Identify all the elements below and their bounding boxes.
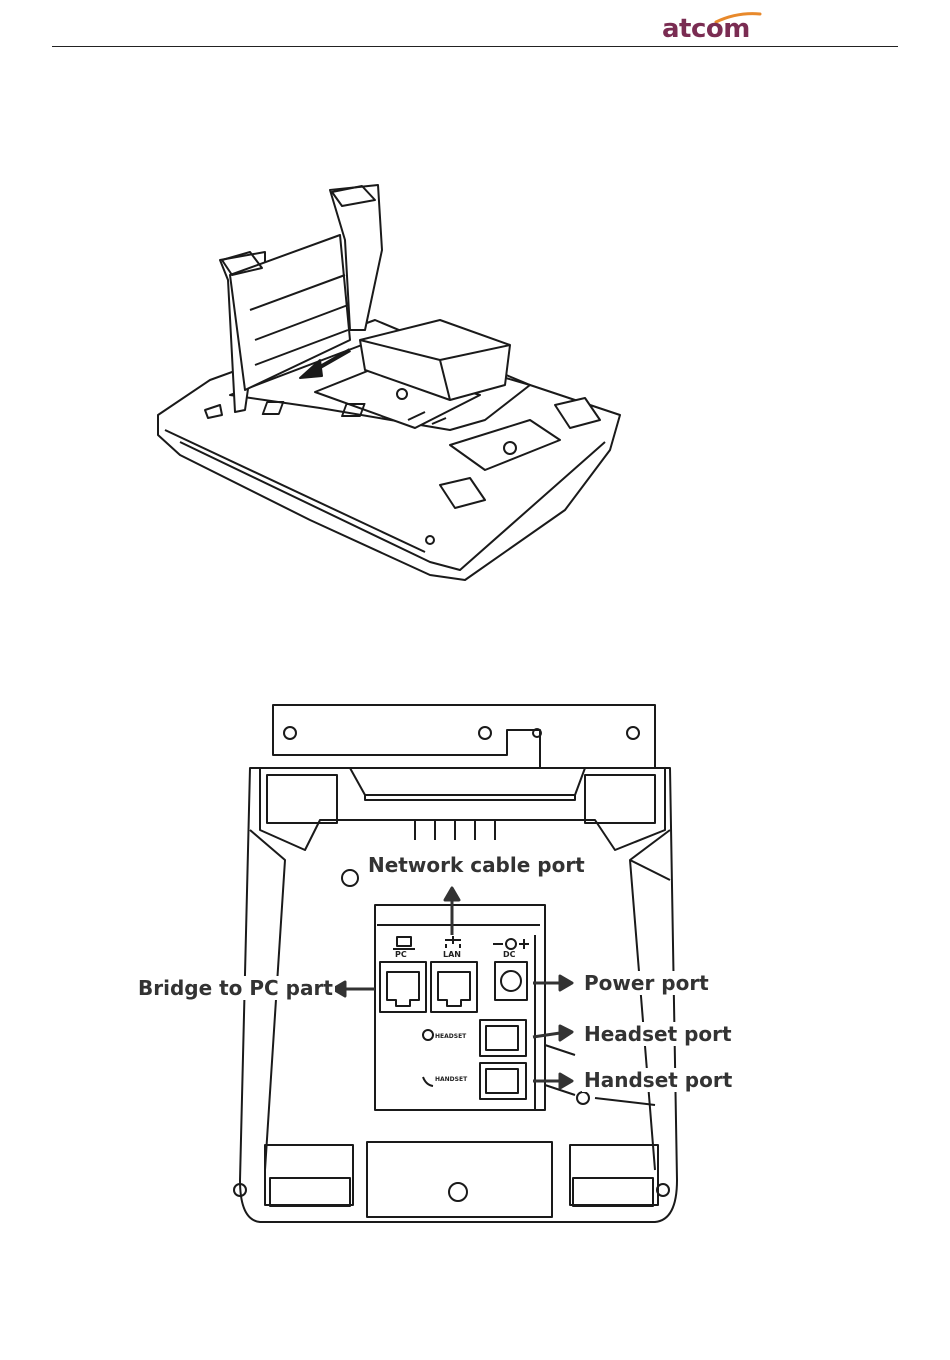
phone-bottom-view-illustration: PC LAN DC HEADSET HANDSET [215,700,705,1235]
dc-port-label: DC [503,950,516,959]
handset-port-callout: Handset port [582,1068,734,1092]
power-port-callout: Power port [582,971,711,995]
brand-logo: atcom [662,10,772,44]
headset-port-callout: Headset port [582,1022,734,1046]
handset-jack-label: HANDSET [435,1076,468,1083]
brand-name: atcom [662,14,750,44]
pc-port-label: PC [395,950,407,959]
lan-port-label: LAN [443,950,461,959]
phone-stand-illustration [150,180,640,590]
headset-jack-label: HEADSET [435,1033,467,1040]
header-divider [52,46,898,47]
bridge-to-pc-callout: Bridge to PC part [136,976,335,1000]
network-cable-port-callout: Network cable port [366,853,587,877]
